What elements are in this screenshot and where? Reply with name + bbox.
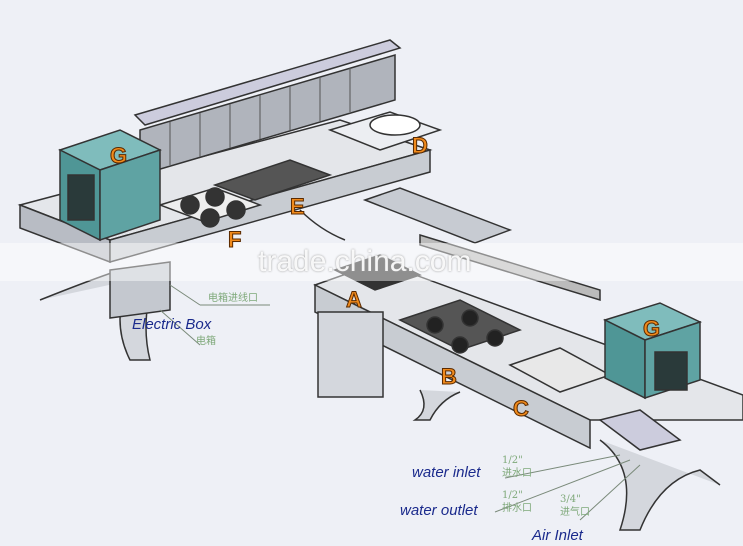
water-inlet-size: 1/2" — [502, 455, 523, 466]
right-oven-cabinet — [602, 302, 703, 400]
water-outlet-label: water outlet — [400, 502, 478, 519]
electric-inlet-cn: 电箱进线口 — [208, 293, 258, 304]
air-inlet-cn: 进气口 — [560, 507, 590, 518]
air-inlet-label: Air Inlet — [532, 527, 583, 544]
leader-lines — [159, 284, 641, 521]
label-c: C — [513, 396, 530, 421]
electric-box-label: Electric Box — [132, 316, 212, 333]
water-outlet-cn: 排水口 — [502, 503, 532, 514]
left-oven-cabinet — [58, 129, 162, 242]
label-f: F — [227, 227, 242, 252]
water-outlet-size: 1/2" — [502, 490, 523, 501]
watermark: trade.china.com — [258, 245, 472, 278]
water-inlet-cn: 进水口 — [502, 468, 532, 479]
label-g-right: G — [642, 316, 661, 341]
label-b: B — [441, 364, 458, 389]
label-e: E — [290, 194, 306, 219]
water-inlet-label: water inlet — [412, 464, 481, 481]
label-d: D — [412, 133, 429, 158]
label-a: A — [346, 287, 363, 312]
electric-box-cn: 电箱 — [196, 336, 216, 347]
air-inlet-size: 3/4" — [560, 494, 581, 505]
label-g-left: G — [109, 143, 128, 168]
watermark-band — [0, 243, 743, 281]
